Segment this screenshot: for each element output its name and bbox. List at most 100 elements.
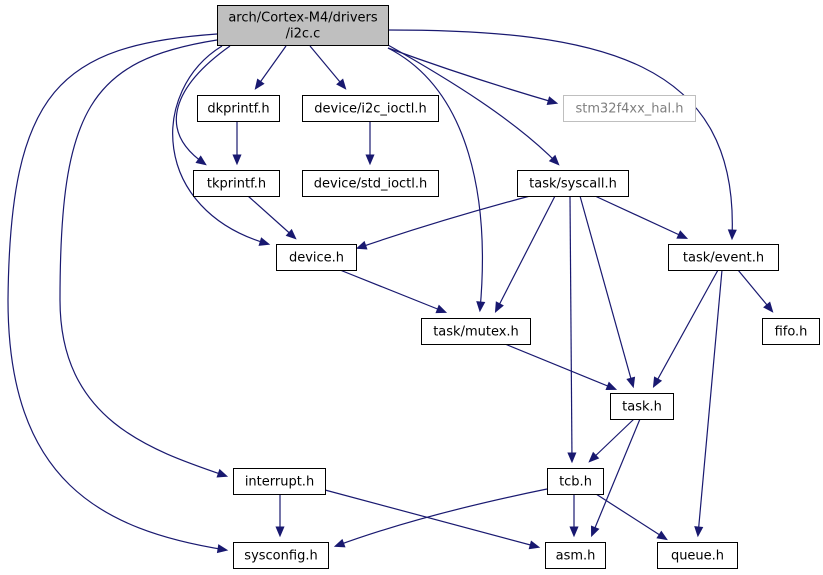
edge-event-to-task bbox=[652, 269, 719, 389]
arrowhead bbox=[494, 301, 504, 314]
node-label: task/event.h bbox=[683, 251, 764, 266]
arrowhead bbox=[232, 154, 242, 166]
edge-line bbox=[255, 45, 287, 89]
edge-line bbox=[653, 269, 719, 387]
arrowhead bbox=[590, 525, 600, 538]
node-box bbox=[547, 468, 604, 495]
edge-line bbox=[387, 47, 557, 104]
arrowhead bbox=[569, 526, 579, 538]
edge-root-to-stm32 bbox=[387, 47, 559, 105]
node-device[interactable]: device.h bbox=[276, 244, 357, 271]
node-box bbox=[233, 468, 326, 495]
edge-event-to-fifo bbox=[737, 269, 774, 313]
node-label: /i2c.c bbox=[286, 27, 321, 42]
arrowhead bbox=[254, 78, 265, 90]
arrowhead bbox=[258, 237, 271, 246]
node-box bbox=[193, 170, 280, 197]
edge-line bbox=[697, 269, 723, 536]
edge-tcb-to-sysconfig bbox=[333, 488, 548, 548]
node-box bbox=[563, 95, 696, 122]
node-box bbox=[302, 170, 439, 197]
arrowhead bbox=[546, 96, 559, 105]
edge-line bbox=[737, 269, 773, 312]
node-box bbox=[197, 95, 280, 122]
edge-line bbox=[595, 493, 667, 540]
node-syscall[interactable]: task/syscall.h bbox=[517, 170, 629, 197]
node-std_ioctl[interactable]: device/std_ioctl.h bbox=[302, 170, 439, 197]
node-label: task/syscall.h bbox=[529, 177, 617, 192]
node-box bbox=[302, 95, 439, 122]
edge-line bbox=[339, 269, 446, 313]
arrowhead bbox=[694, 526, 704, 538]
edge-interrupt-to-asm bbox=[324, 489, 541, 550]
arrowhead bbox=[605, 381, 618, 391]
edge-line bbox=[309, 45, 346, 89]
node-box bbox=[545, 542, 606, 569]
node-box bbox=[217, 5, 389, 46]
edge-dkprintf-to-tkprintf bbox=[232, 121, 242, 166]
node-tcb[interactable]: tcb.h bbox=[547, 468, 604, 495]
edge-root-to-mutex bbox=[387, 47, 486, 313]
edge-i2c_ioctl-to-std_ioctl bbox=[365, 121, 375, 166]
node-fifo[interactable]: fifo.h bbox=[762, 318, 820, 345]
edge-line bbox=[247, 195, 296, 239]
arrowhead bbox=[548, 154, 560, 166]
node-box bbox=[610, 393, 674, 420]
edge-task-to-tcb bbox=[588, 418, 635, 463]
node-label: task/mutex.h bbox=[433, 325, 519, 340]
node-box bbox=[657, 542, 738, 569]
nodes-layer: arch/Cortex-M4/drivers/i2c.c dkprintf.h de… bbox=[193, 5, 820, 569]
node-root[interactable]: arch/Cortex-M4/drivers/i2c.c bbox=[217, 5, 389, 46]
edge-line bbox=[589, 418, 635, 462]
arrowhead bbox=[656, 530, 668, 541]
edge-line bbox=[579, 195, 634, 387]
node-label: device.h bbox=[289, 251, 344, 266]
arrowhead bbox=[275, 526, 285, 538]
node-asm[interactable]: asm.h bbox=[545, 542, 606, 569]
arrowhead bbox=[476, 301, 486, 313]
node-tkprintf[interactable]: tkprintf.h bbox=[193, 170, 280, 197]
node-queue[interactable]: queue.h bbox=[657, 542, 738, 569]
arrowhead bbox=[336, 78, 347, 90]
edge-syscall-to-device bbox=[355, 195, 531, 250]
edge-line bbox=[591, 418, 641, 536]
node-label: interrupt.h bbox=[245, 475, 314, 490]
edge-syscall-to-task bbox=[579, 195, 636, 389]
arrowhead bbox=[652, 376, 663, 389]
arrowhead bbox=[727, 229, 737, 241]
node-box bbox=[762, 318, 820, 345]
edge-line bbox=[495, 195, 556, 312]
arrowhead bbox=[333, 538, 346, 548]
node-label: task.h bbox=[622, 400, 662, 415]
edge-line bbox=[357, 195, 531, 249]
edge-line bbox=[504, 343, 616, 390]
node-label: asm.h bbox=[556, 549, 596, 564]
node-sysconfig[interactable]: sysconfig.h bbox=[233, 542, 329, 569]
node-i2c_ioctl[interactable]: device/i2c_ioctl.h bbox=[302, 95, 439, 122]
arrowhead bbox=[285, 228, 297, 240]
node-box bbox=[276, 244, 357, 271]
arrowhead bbox=[355, 240, 368, 250]
node-label: device/i2c_ioctl.h bbox=[314, 102, 426, 117]
edge-line bbox=[387, 47, 483, 311]
arrowhead bbox=[365, 154, 375, 166]
node-label: tcb.h bbox=[559, 475, 592, 490]
node-task[interactable]: task.h bbox=[610, 393, 674, 420]
edge-tkprintf-to-device bbox=[247, 195, 297, 240]
node-interrupt[interactable]: interrupt.h bbox=[233, 468, 326, 495]
edge-root-to-sysconfig bbox=[7, 33, 229, 554]
node-dkprintf[interactable]: dkprintf.h bbox=[197, 95, 280, 122]
node-mutex[interactable]: task/mutex.h bbox=[421, 318, 531, 345]
arrowhead bbox=[528, 540, 541, 550]
arrowhead bbox=[588, 451, 600, 463]
node-stm32[interactable]: stm32f4xx_hal.h bbox=[563, 95, 696, 122]
edge-syscall-to-mutex bbox=[494, 195, 556, 314]
edge-root-to-interrupt bbox=[59, 39, 229, 478]
node-label: queue.h bbox=[671, 549, 724, 564]
edge-line bbox=[7, 33, 227, 551]
edge-root-to-tkprintf bbox=[175, 45, 231, 166]
node-event[interactable]: task/event.h bbox=[668, 244, 779, 271]
node-label: tkprintf.h bbox=[207, 177, 266, 192]
edge-root-to-syscall bbox=[387, 44, 560, 166]
